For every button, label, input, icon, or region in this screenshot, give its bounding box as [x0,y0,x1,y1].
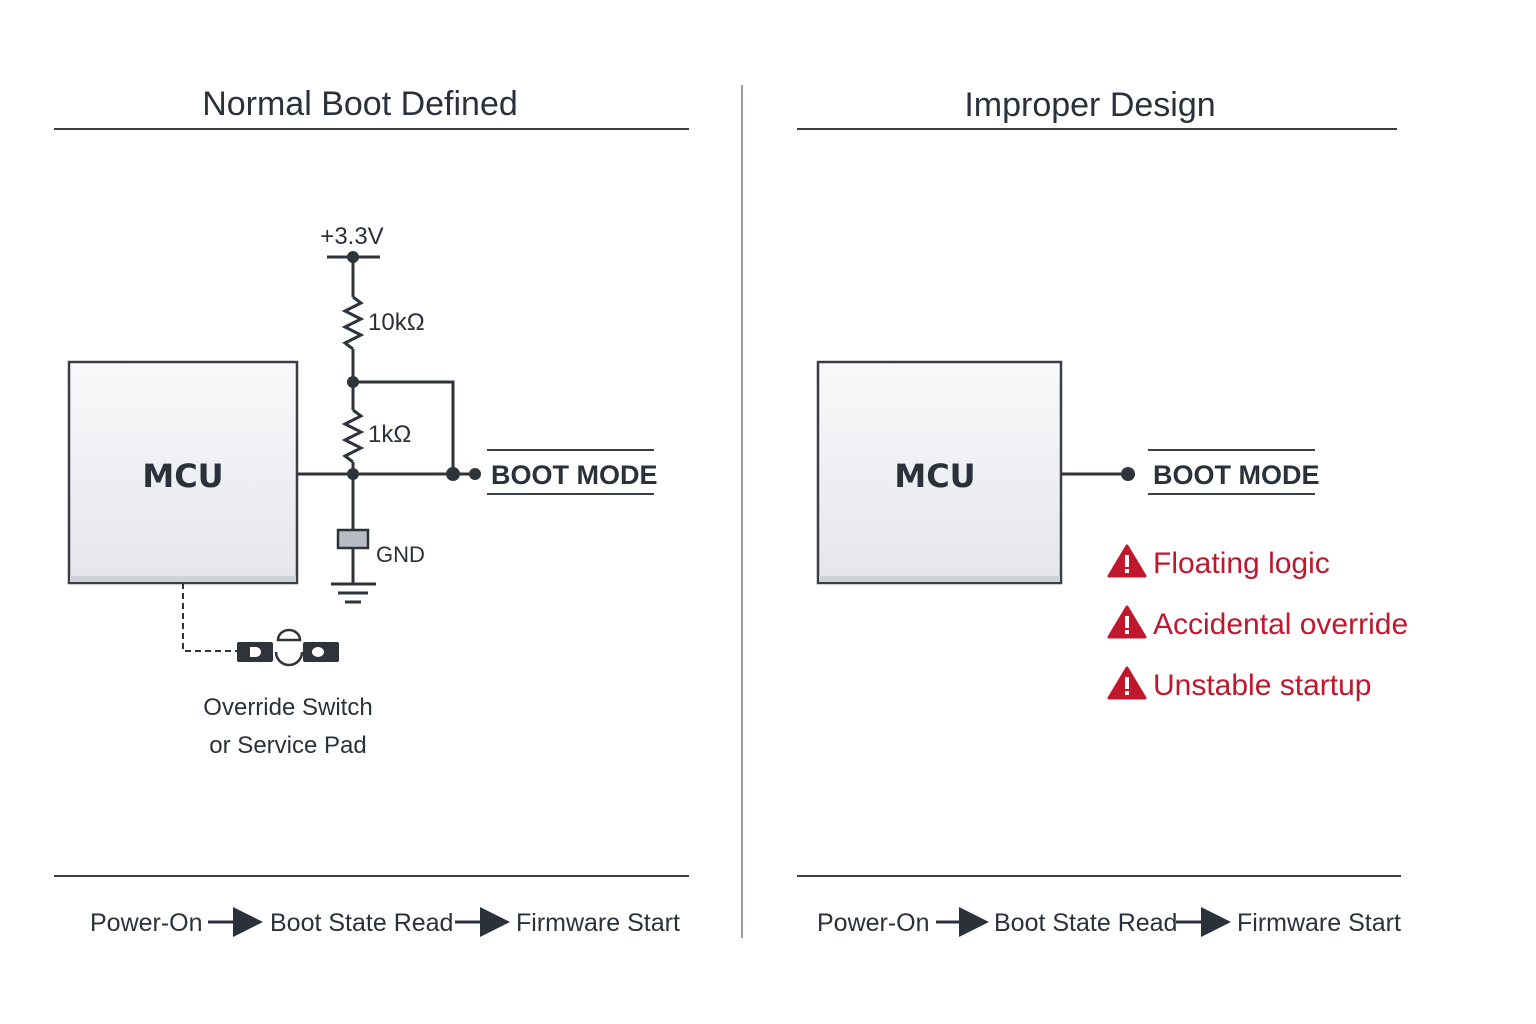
resistor-10k-label: 10kΩ [368,309,425,336]
warning-item: Unstable startup [1107,666,1371,702]
warning-icon [1107,666,1147,700]
right-boot-flow: Power-On Boot State Read Firmware Start [817,907,1401,937]
override-label-line2: or Service Pad [209,732,366,759]
left-mcu-label: MCU [142,457,223,495]
left-flow-step-3: Firmware Start [516,909,680,937]
right-mcu-label: MCU [894,457,975,495]
left-mcu-block: MCU [67,360,299,585]
capacitor-symbol [336,528,370,550]
ground-icon [331,582,376,604]
warning-icon [1107,544,1147,578]
left-boot-mode-label: BOOT MODE [491,460,658,490]
warning-item: Floating logic [1107,544,1330,580]
warning-text: Accidental override [1153,608,1408,641]
left-mcu-box [67,360,299,585]
override-label-line1: Override Switch [203,694,372,721]
right-mcu-box-shadow [819,576,1060,582]
supply-label: +3.3V [320,223,383,250]
wire-bypass-loop [353,380,455,474]
right-panel-title: Improper Design [964,86,1215,124]
ground-label: GND [376,542,425,567]
right-mcu-block: MCU [816,360,1063,585]
left-panel-title: Normal Boot Defined [202,85,518,123]
left-mcu-box-shadow [70,576,296,582]
override-switch-icon [237,628,339,667]
right-boot-terminal [1121,467,1135,481]
wire-override-dashed [182,583,238,652]
boot-terminal [469,468,481,480]
left-flow-step-2: Boot State Read [270,909,453,937]
boot-node [446,467,460,481]
right-flow-step-3: Firmware Start [1237,909,1401,937]
right-panel: Improper Design MCU BOOT MODE Floating l… [797,86,1408,937]
right-mcu-box [816,360,1063,585]
warning-text: Unstable startup [1153,669,1371,702]
left-boot-flow: Power-On Boot State Read Firmware Start [90,907,680,937]
warning-text: Floating logic [1153,547,1330,580]
resistor-1k-label: 1kΩ [368,421,411,448]
left-panel: Normal Boot Defined MCU +3.3V 10kΩ 1kΩ [54,85,689,937]
right-flow-step-1: Power-On [817,909,930,937]
warning-list: Floating logic Accidental override Unsta… [1107,544,1408,702]
right-boot-mode-label: BOOT MODE [1153,460,1320,490]
left-flow-step-1: Power-On [90,909,203,937]
resistor-1k-symbol [341,408,365,464]
right-flow-step-2: Boot State Read [994,909,1177,937]
warning-item: Accidental override [1107,605,1408,641]
resistor-10k-symbol [341,295,365,351]
warning-icon [1107,605,1147,639]
